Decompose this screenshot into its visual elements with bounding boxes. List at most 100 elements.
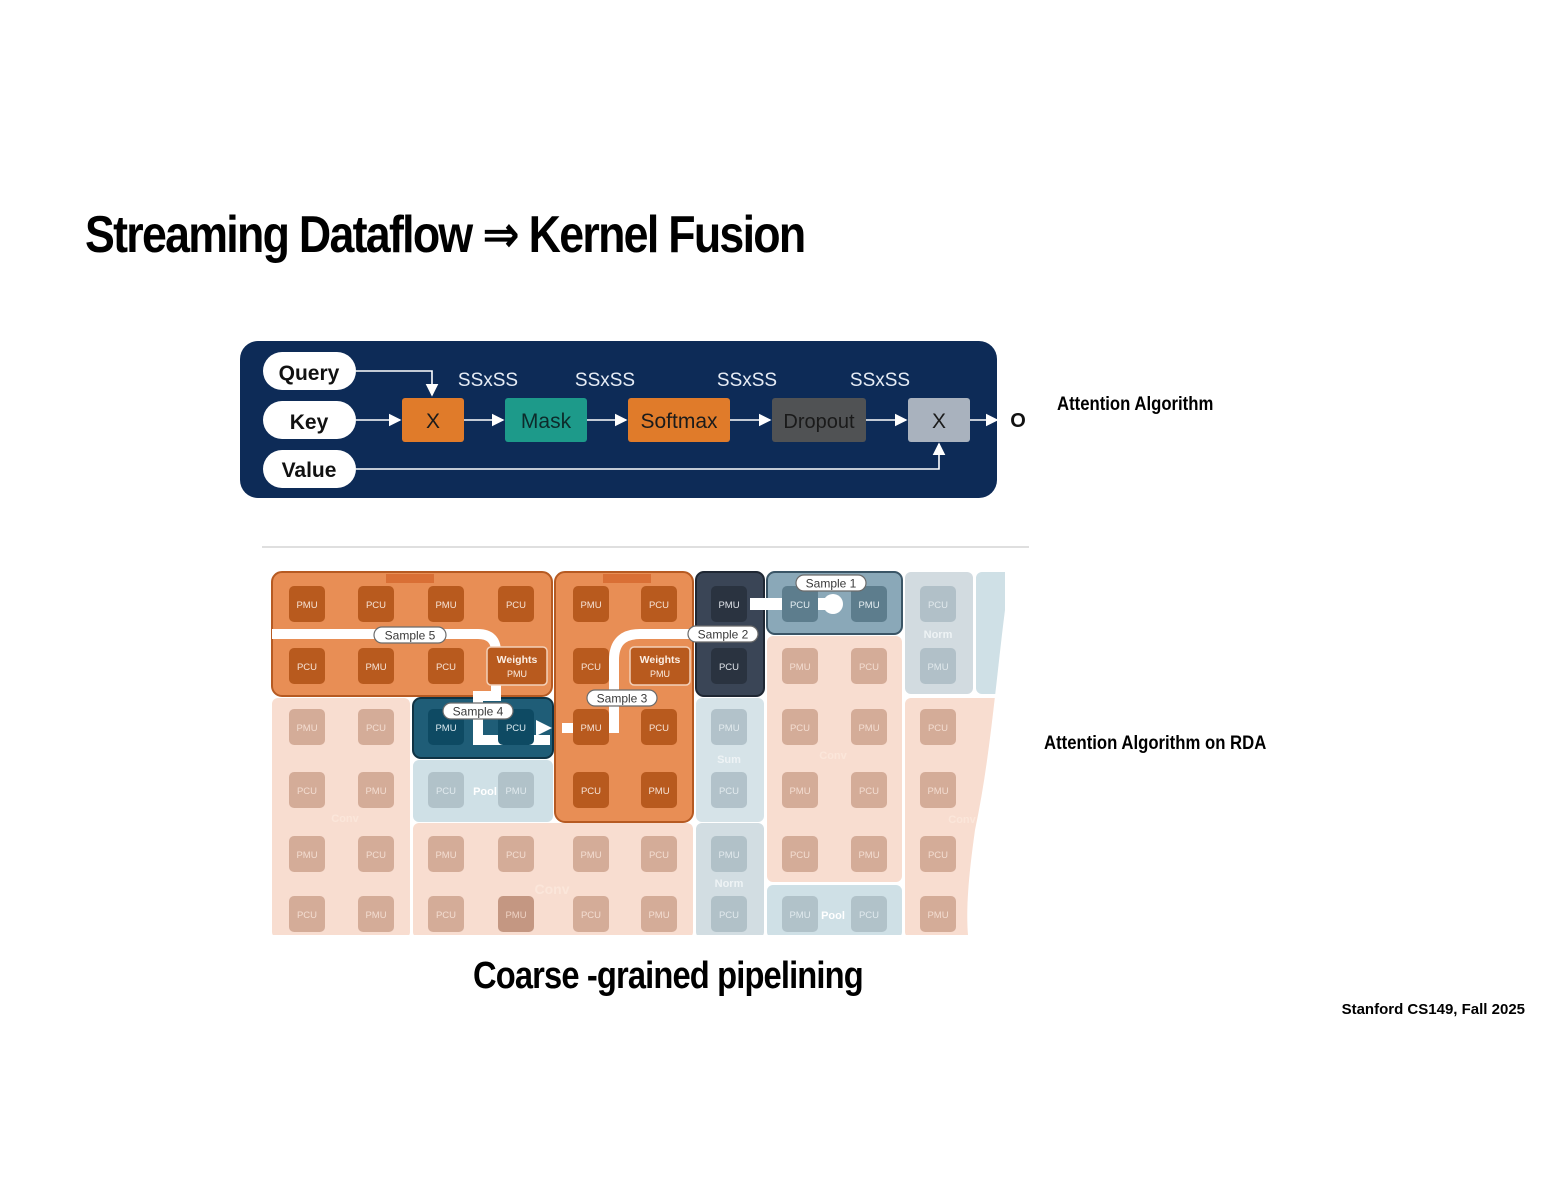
- svg-text:PCU: PCU: [366, 850, 386, 861]
- svg-text:PCU: PCU: [790, 600, 810, 611]
- key-pill: [263, 401, 356, 439]
- pcu-unit: PCU: [782, 586, 818, 622]
- pmu-unit: PMU: [428, 836, 464, 872]
- svg-text:PMU: PMU: [505, 786, 526, 797]
- pcu-unit: PCU: [289, 648, 325, 684]
- pcu-unit: PCU: [573, 896, 609, 932]
- op-box: [772, 398, 866, 442]
- sample-pill: Sample 2: [687, 625, 759, 643]
- svg-text:Weights: Weights: [640, 654, 681, 666]
- svg-text:PCU: PCU: [581, 910, 601, 921]
- svg-text:PCU: PCU: [581, 786, 601, 797]
- query-connector: [356, 370, 439, 397]
- region-edge-blue: [976, 572, 1005, 694]
- op-box: [505, 398, 587, 442]
- svg-text:PMU: PMU: [927, 910, 948, 921]
- sample-pill: Sample 1: [795, 574, 867, 592]
- caption: Coarse -grained pipelining: [473, 955, 864, 997]
- svg-text:PMU: PMU: [858, 850, 879, 861]
- pmu-unit: PMU: [289, 709, 325, 745]
- pcu-unit: PCU: [851, 772, 887, 808]
- edge-label: SSxSS: [575, 370, 635, 391]
- svg-text:PCU: PCU: [506, 600, 526, 611]
- rda-units: PMU PCU PMU PCU PCU PMU PCU PMU PCU PCU PMU PCU PCU P…: [289, 586, 956, 932]
- output-label: O: [1010, 410, 1026, 432]
- pcu-unit: PCU: [920, 836, 956, 872]
- svg-text:PCU: PCU: [719, 910, 739, 921]
- pcu-unit: PCU: [851, 896, 887, 932]
- region-label-pool: Pool: [821, 910, 845, 922]
- svg-text:PMU: PMU: [580, 850, 601, 861]
- svg-text:PCU: PCU: [649, 850, 669, 861]
- svg-text:PMU: PMU: [858, 600, 879, 611]
- svg-text:PMU: PMU: [505, 910, 526, 921]
- pmu-unit: PMU: [641, 772, 677, 808]
- key-label: Key: [290, 411, 329, 434]
- footer: Stanford CS149, Fall 2025: [1341, 1001, 1525, 1018]
- pcu-unit: PCU: [851, 648, 887, 684]
- region-label-norm: Norm: [715, 878, 744, 890]
- pmu-unit: PMU: [498, 896, 534, 932]
- pcu-unit: PCU: [641, 836, 677, 872]
- pcu-unit: PCU: [498, 836, 534, 872]
- svg-text:PCU: PCU: [436, 662, 456, 673]
- svg-text:PCU: PCU: [366, 723, 386, 734]
- region-label-conv: Conv: [331, 813, 359, 825]
- svg-text:PMU: PMU: [365, 786, 386, 797]
- svg-text:PMU: PMU: [507, 669, 527, 679]
- region-label-conv: Conv: [819, 750, 847, 762]
- svg-text:PMU: PMU: [927, 662, 948, 673]
- svg-text:PCU: PCU: [790, 723, 810, 734]
- svg-text:PCU: PCU: [859, 910, 879, 921]
- sample-pill: Sample 4: [442, 702, 514, 720]
- svg-text:PCU: PCU: [790, 850, 810, 861]
- pcu-unit: PCU: [498, 586, 534, 622]
- rda-label: Attention Algorithm on RDA: [1044, 733, 1267, 754]
- svg-text:Sample 1: Sample 1: [806, 577, 857, 591]
- svg-text:PMU: PMU: [789, 786, 810, 797]
- sample-pill: Sample 5: [373, 626, 447, 644]
- pmu-unit: PMU: [641, 896, 677, 932]
- pmu-unit: PMU: [711, 709, 747, 745]
- svg-text:PMU: PMU: [650, 669, 670, 679]
- svg-text:Sample 2: Sample 2: [698, 628, 749, 642]
- svg-text:PCU: PCU: [297, 662, 317, 673]
- pmu-unit: PMU: [782, 648, 818, 684]
- pmu-unit: PMU: [573, 836, 609, 872]
- svg-text:PMU: PMU: [789, 910, 810, 921]
- svg-text:Weights: Weights: [497, 654, 538, 666]
- svg-text:PCU: PCU: [297, 786, 317, 797]
- svg-text:PMU: PMU: [435, 600, 456, 611]
- pcu-unit: PCU: [428, 648, 464, 684]
- svg-text:PMU: PMU: [296, 600, 317, 611]
- pcu-unit: PCU: [289, 896, 325, 932]
- pcu-unit: PCU: [641, 709, 677, 745]
- region-label-norm: Norm: [924, 629, 953, 641]
- svg-text:PCU: PCU: [581, 662, 601, 673]
- svg-text:PMU: PMU: [580, 600, 601, 611]
- svg-text:PMU: PMU: [435, 850, 456, 861]
- op-box: [908, 398, 970, 442]
- svg-text:PMU: PMU: [648, 786, 669, 797]
- region-conv-mid: [413, 823, 693, 935]
- value-pill: [263, 450, 356, 488]
- svg-text:PCU: PCU: [436, 910, 456, 921]
- svg-text:PMU: PMU: [789, 662, 810, 673]
- op-label: Softmax: [640, 410, 718, 433]
- region-label-sum: Sum: [717, 754, 741, 766]
- svg-text:PCU: PCU: [366, 600, 386, 611]
- region-label-conv: Conv: [535, 881, 570, 897]
- pcu-unit: PCU: [428, 772, 464, 808]
- region-conv-right: [767, 636, 902, 882]
- svg-text:PMU: PMU: [718, 600, 739, 611]
- pcu-unit: PCU: [641, 586, 677, 622]
- svg-text:PMU: PMU: [296, 850, 317, 861]
- svg-text:PCU: PCU: [436, 786, 456, 797]
- pmu-unit: PMU: [782, 896, 818, 932]
- op-box: [628, 398, 730, 442]
- svg-text:PMU: PMU: [718, 850, 739, 861]
